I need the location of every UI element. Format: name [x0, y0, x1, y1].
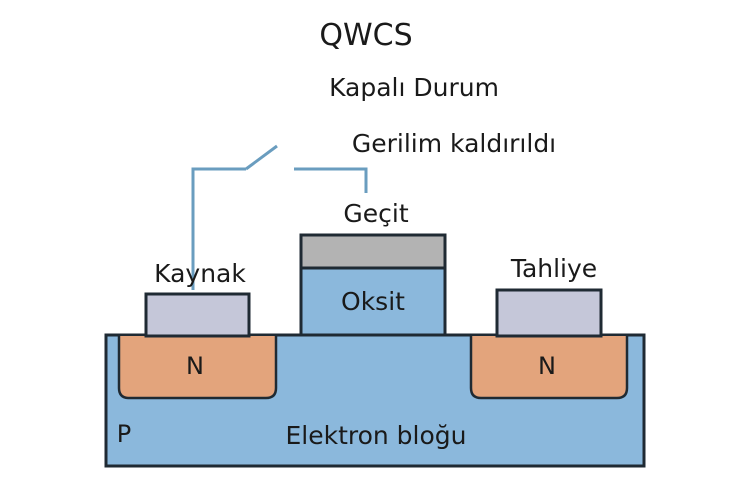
source-wire: [191, 167, 246, 290]
gate-metal: [299, 233, 447, 270]
drain-contact: [495, 288, 603, 338]
substrate-label: Elektron bloğu: [285, 421, 466, 450]
gate-label: Geçit: [343, 199, 408, 228]
drain-label: Tahliye: [510, 254, 597, 283]
source-n-region: [117, 336, 278, 400]
drain-n-region: [469, 336, 629, 400]
open-switch-icon: [245, 144, 278, 171]
drain-region-label: N: [538, 352, 556, 380]
gate-wire: [294, 167, 368, 193]
substrate-type-label: P: [117, 420, 131, 448]
switch-circuit: [191, 144, 368, 290]
oxide-label: Oksit: [341, 287, 405, 316]
gate-oxide: [299, 266, 447, 337]
source-contact: [144, 292, 251, 338]
switch-caption: Gerilim kaldırıldı: [352, 129, 556, 158]
diagram-title: QWCS: [319, 18, 412, 53]
source-region-label: N: [186, 352, 204, 380]
state-label: Kapalı Durum: [329, 73, 499, 102]
source-label: Kaynak: [154, 259, 246, 288]
